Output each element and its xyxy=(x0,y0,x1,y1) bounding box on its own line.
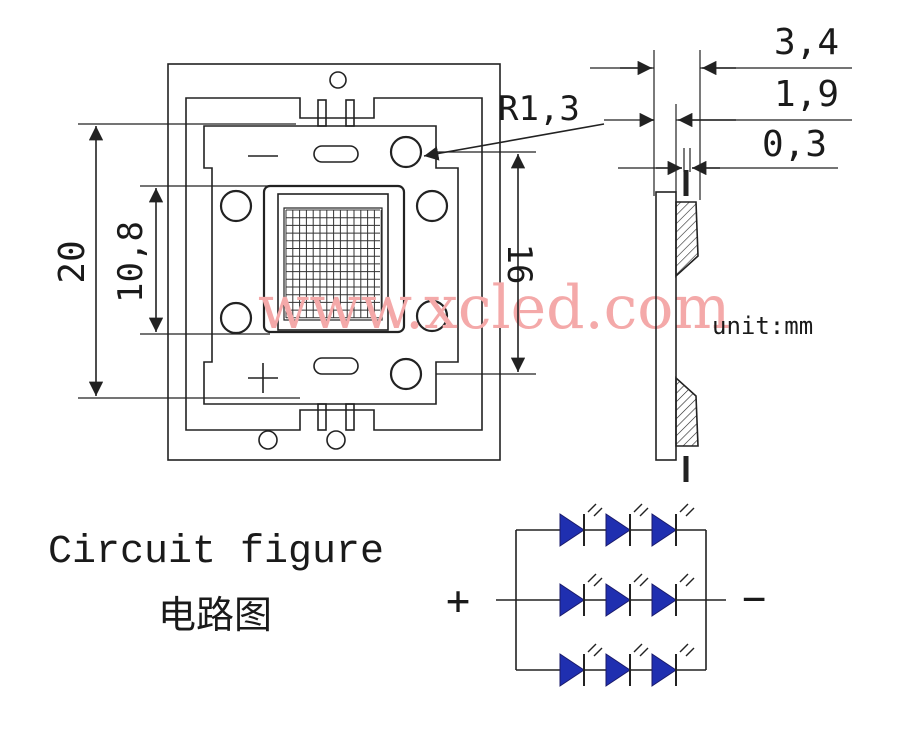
dim-pin-thickness: 0,3 xyxy=(762,124,827,165)
led-diode xyxy=(651,573,695,617)
dim-radius: R1,3 xyxy=(498,89,580,129)
led-diode xyxy=(651,503,695,547)
light-ray-icon xyxy=(593,647,603,657)
led-chip-grid xyxy=(285,209,382,319)
board-plus-mark xyxy=(248,363,278,393)
light-ray-icon xyxy=(679,573,689,583)
side-view xyxy=(655,170,699,482)
light-ray-icon xyxy=(593,507,603,517)
dim-outer-height: 20 xyxy=(52,240,93,283)
light-ray-icon xyxy=(633,503,643,513)
led-diode xyxy=(559,573,603,617)
dim-total-thickness: 3,4 xyxy=(774,22,839,63)
tab-slot xyxy=(345,99,355,127)
caption-chinese: 电路图 xyxy=(158,593,272,637)
dimension-lines-left xyxy=(78,123,605,399)
mounting-hole xyxy=(389,135,423,169)
led-diode-triangle xyxy=(605,513,631,547)
led-diode-triangle xyxy=(651,653,677,687)
tab-slot xyxy=(317,99,327,127)
slot-oval xyxy=(313,357,359,375)
slot-oval xyxy=(313,145,359,163)
board-outline xyxy=(167,63,501,461)
led-diode-triangle xyxy=(559,583,585,617)
light-ray-icon xyxy=(633,573,643,583)
light-ray-icon xyxy=(685,647,695,657)
side-lens-bottom xyxy=(675,376,699,447)
led-row xyxy=(516,503,706,547)
light-ray-icon xyxy=(587,503,597,513)
led-diode xyxy=(605,643,649,687)
light-ray-icon xyxy=(639,577,649,587)
led-diode-triangle xyxy=(651,513,677,547)
led-diode xyxy=(605,503,649,547)
light-ray-icon xyxy=(587,643,597,653)
circuit-plus-sign: + xyxy=(446,578,470,624)
tab-slot xyxy=(345,403,355,431)
light-ray-icon xyxy=(679,643,689,653)
led-diode-triangle xyxy=(605,583,631,617)
chip-frame xyxy=(277,193,389,331)
mounting-hole xyxy=(415,299,449,333)
side-board xyxy=(655,191,677,461)
led-row xyxy=(516,573,706,617)
board-inner-profile xyxy=(185,97,483,431)
circuit-minus-sign: − xyxy=(742,576,766,622)
light-ray-icon xyxy=(685,577,695,587)
light-ray-icon xyxy=(685,507,695,517)
dim-hole-spacing: 16 xyxy=(499,244,539,285)
mounting-hole xyxy=(389,357,423,391)
dimension-lines-right xyxy=(590,50,852,200)
led-diode xyxy=(559,643,603,687)
watermark-text: www.xcled.com xyxy=(258,273,730,343)
light-ray-icon xyxy=(587,573,597,583)
light-ray-icon xyxy=(639,647,649,657)
chip-die xyxy=(283,207,383,321)
led-diode-triangle xyxy=(605,653,631,687)
led-diode xyxy=(651,643,695,687)
led-rows xyxy=(516,503,706,687)
small-hole xyxy=(329,71,347,89)
mounting-hole xyxy=(219,189,253,223)
front-view xyxy=(167,63,501,461)
small-hole xyxy=(326,430,346,450)
side-lens-top xyxy=(675,201,699,278)
light-ray-icon xyxy=(679,503,689,513)
circuit-schematic xyxy=(496,503,726,687)
pad-region xyxy=(203,125,459,405)
light-ray-icon xyxy=(639,507,649,517)
mounting-hole xyxy=(415,189,449,223)
dim-board-thickness: 1,9 xyxy=(774,74,839,115)
mounting-hole xyxy=(219,301,253,335)
led-diode xyxy=(605,573,649,617)
small-hole xyxy=(258,430,278,450)
led-row xyxy=(516,643,706,687)
led-diode-triangle xyxy=(559,653,585,687)
chip-housing xyxy=(262,184,406,334)
dim-chip-height: 10,8 xyxy=(111,221,151,303)
tab-slot xyxy=(317,403,327,431)
caption-english: Circuit figure xyxy=(48,530,384,575)
led-diode-triangle xyxy=(651,583,677,617)
light-ray-icon xyxy=(593,577,603,587)
led-diode xyxy=(559,503,603,547)
unit-label: unit:mm xyxy=(712,312,813,340)
led-diode-triangle xyxy=(559,513,585,547)
light-ray-icon xyxy=(633,643,643,653)
